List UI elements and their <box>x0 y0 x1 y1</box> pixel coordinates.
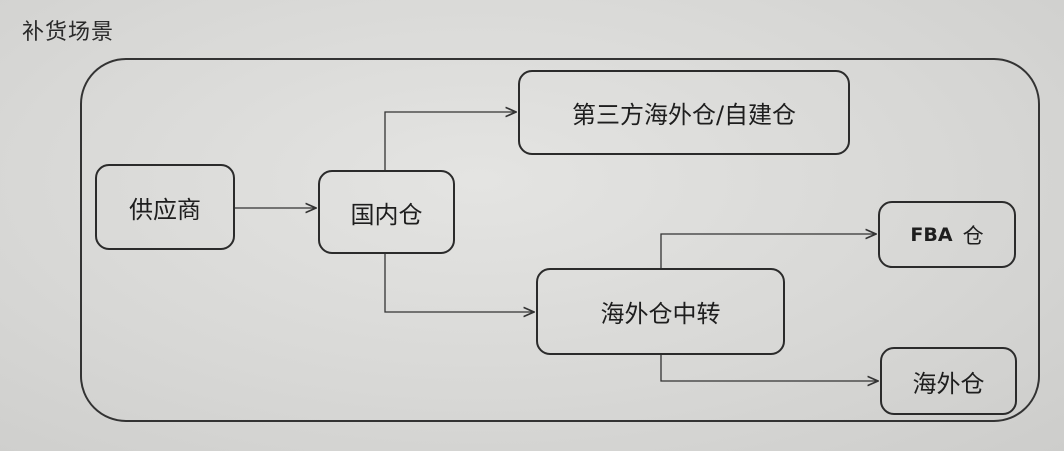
node-domestic-warehouse: 国内仓 <box>318 170 455 254</box>
edge-domestic-to-third-party <box>384 112 516 170</box>
node-fba-warehouse-prefix: FBA <box>910 223 953 246</box>
node-supplier: 供应商 <box>95 164 235 250</box>
edge-transfer-to-fba <box>660 234 876 268</box>
node-third-party-warehouse-label: 第三方海外仓/自建仓 <box>571 101 797 129</box>
edge-transfer-to-overseas <box>660 355 878 381</box>
node-overseas-transfer-label: 海外仓中转 <box>600 300 721 328</box>
node-fba-warehouse: FBA 仓 <box>878 201 1016 268</box>
node-fba-warehouse-suffix: 仓 <box>962 223 984 248</box>
edge-domestic-to-transfer <box>384 254 534 312</box>
scenario-frame <box>80 58 1040 422</box>
page-title: 补货场景 <box>22 20 115 45</box>
node-overseas-warehouse: 海外仓 <box>880 347 1017 415</box>
node-supplier-label: 供应商 <box>129 195 201 224</box>
node-domestic-warehouse-label: 国内仓 <box>350 200 423 229</box>
node-third-party-warehouse: 第三方海外仓/自建仓 <box>518 70 850 155</box>
node-overseas-warehouse-label: 海外仓 <box>912 369 985 398</box>
node-overseas-transfer: 海外仓中转 <box>536 268 785 355</box>
